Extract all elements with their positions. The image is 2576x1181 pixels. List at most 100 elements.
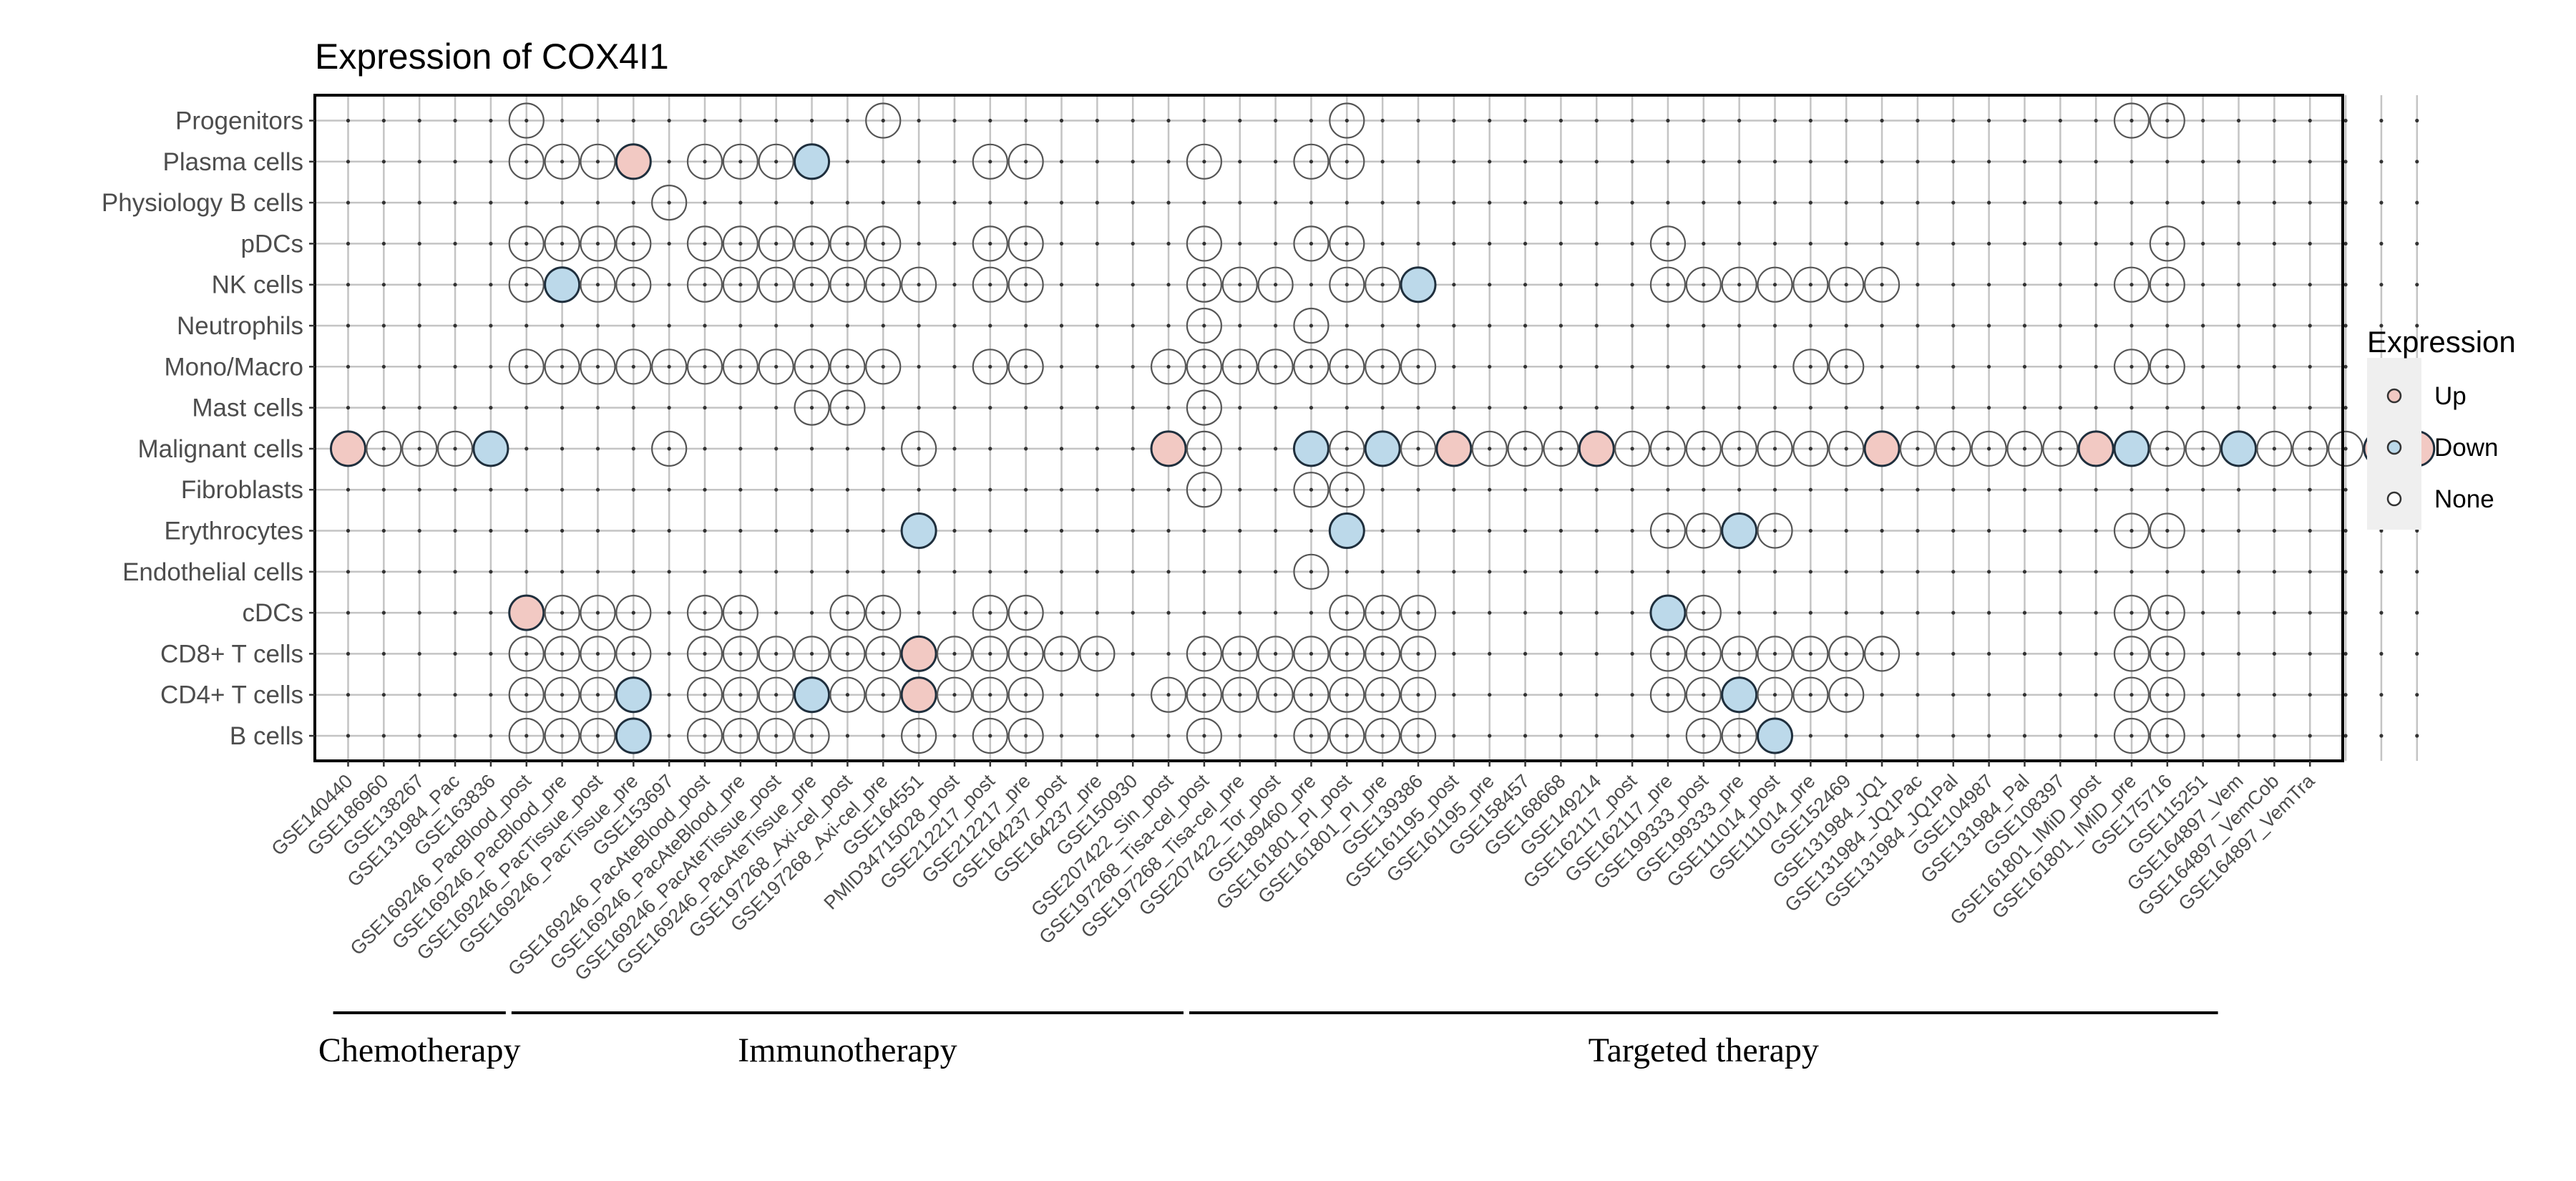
empty-cell-dot [1024,651,1028,656]
expression-point-none [1257,266,1294,303]
empty-cell-dot [845,406,849,410]
empty-cell-dot [2308,611,2312,615]
expression-point-none [1150,349,1187,385]
empty-cell-dot [560,118,565,123]
empty-cell-dot [1772,406,1777,410]
empty-cell-dot [1916,447,1920,451]
empty-cell-dot [2165,570,2170,574]
expression-point-none [1008,594,1044,631]
empty-cell-dot [2236,651,2241,656]
empty-cell-dot [881,528,885,533]
empty-cell-dot [2129,160,2134,164]
empty-cell-dot [595,693,600,697]
expression-point-none [2113,717,2150,754]
empty-cell-dot [595,364,600,369]
expression-point-none [2006,430,2043,467]
expression-point-none [758,717,794,754]
empty-cell-dot [1594,570,1599,574]
empty-cell-dot [738,324,743,328]
empty-cell-dot [1880,118,1884,123]
empty-cell-dot [1274,283,1278,287]
expression-point-none [686,594,723,631]
empty-cell-dot [703,734,707,738]
empty-cell-dot [2201,364,2205,369]
empty-cell-dot [1309,611,1314,615]
expression-point-none [2328,430,2364,467]
expression-point-none [1935,430,1971,467]
empty-cell-dot [417,200,421,205]
expression-point-none [1221,636,1258,672]
empty-cell-dot [1594,651,1599,656]
empty-cell-dot [2022,200,2027,205]
empty-cell-dot [1880,611,1884,615]
empty-cell-dot [1131,283,1135,287]
empty-cell-dot [1202,406,1206,410]
empty-cell-dot [1238,364,1242,369]
empty-cell-dot [2308,241,2312,246]
empty-cell-dot [738,693,743,697]
legend-label: None [2434,485,2494,513]
group-label: Targeted therapy [1589,1031,1819,1069]
empty-cell-dot [667,734,671,738]
expression-point-none [1365,676,1401,713]
empty-cell-dot [417,570,421,574]
empty-cell-dot [631,651,635,656]
empty-cell-dot [952,651,957,656]
empty-cell-dot [1844,118,1848,123]
empty-cell-dot [1274,364,1278,369]
empty-cell-dot [952,324,957,328]
empty-cell-dot [952,447,957,451]
empty-cell-dot [952,283,957,287]
empty-cell-dot [489,693,493,697]
expression-point-none [544,143,580,180]
empty-cell-dot [845,651,849,656]
expression-point-none [686,349,723,385]
empty-cell-dot [381,406,386,410]
expression-point-none [2113,636,2150,672]
empty-cell-dot [1380,324,1385,328]
expression-point-none [722,225,758,262]
empty-cell-dot [1202,570,1206,574]
y-tick-label: Fibroblasts [181,476,303,504]
empty-cell-dot [2236,118,2241,123]
empty-cell-dot [845,283,849,287]
expression-point-up [1578,430,1615,467]
empty-cell-dot [2236,283,2241,287]
empty-cell-dot [1345,734,1349,738]
empty-cell-dot [667,200,671,205]
empty-cell-dot [1558,693,1563,697]
expression-point-none [1685,430,1722,467]
empty-cell-dot [2129,611,2134,615]
empty-cell-dot [2094,241,2098,246]
empty-cell-dot [917,200,921,205]
expression-point-down [1757,717,1793,754]
empty-cell-dot [845,160,849,164]
expression-point-down [615,717,652,754]
expression-point-none [615,225,652,262]
empty-cell-dot [774,570,779,574]
expression-point-none [900,717,937,754]
empty-cell-dot [1951,528,1956,533]
empty-cell-dot [1702,528,1706,533]
empty-cell-dot [2343,447,2348,451]
plot-panel-border [313,94,2344,762]
group-label: Chemotherapy [318,1031,521,1069]
empty-cell-dot [2022,651,2027,656]
empty-cell-dot [774,200,779,205]
empty-cell-dot [1452,528,1456,533]
empty-cell-dot [2058,241,2062,246]
empty-cell-dot [809,241,814,246]
expression-point-none [686,676,723,713]
empty-cell-dot [1309,364,1314,369]
expression-point-none [936,676,973,713]
empty-cell-dot [738,734,743,738]
empty-cell-dot [346,734,351,738]
empty-cell-dot [2343,406,2348,410]
empty-cell-dot [2343,324,2348,328]
empty-cell-dot [1380,160,1385,164]
expression-point-none [758,349,794,385]
empty-cell-dot [453,693,457,697]
empty-cell-dot [774,734,779,738]
empty-cell-dot [1238,734,1242,738]
